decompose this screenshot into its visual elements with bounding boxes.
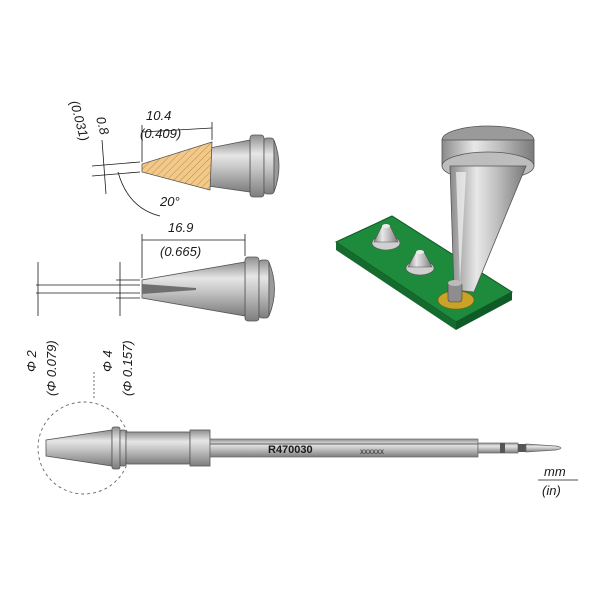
inner-diameter-label: Φ 2: [24, 350, 39, 372]
pcb-illustration: [334, 215, 513, 330]
outer-diameter-label: Φ 4: [100, 350, 115, 372]
unit-metric: mm: [544, 464, 566, 479]
tip-thickness-label: 0.8: [93, 115, 112, 137]
cartridge-drawing: [37, 372, 562, 495]
cone-dimensions: [36, 234, 246, 316]
outer-diameter-inch-label: (Φ 0.157): [120, 340, 135, 396]
cone-length-inch-label: (0.665): [160, 244, 201, 259]
cone-length-label: 16.9: [168, 220, 193, 235]
solder-tip-3d: [441, 125, 535, 303]
bevel-tip-view: [141, 134, 280, 198]
inner-diameter-inch-label: (Φ 0.079): [44, 340, 59, 396]
cone-side-view: [141, 256, 275, 322]
bevel-length-inch-label: (0.409): [140, 126, 181, 141]
bevel-length-label: 10.4: [146, 108, 171, 123]
tip-thickness-inch-label: (0.031): [67, 99, 92, 143]
batch-code: xxxxxx: [360, 447, 384, 456]
bevel-angle-label: 20°: [159, 194, 180, 209]
part-number: R470030: [268, 444, 313, 456]
unit-imperial: (in): [542, 483, 561, 498]
bevel-dimensions: [91, 122, 213, 217]
